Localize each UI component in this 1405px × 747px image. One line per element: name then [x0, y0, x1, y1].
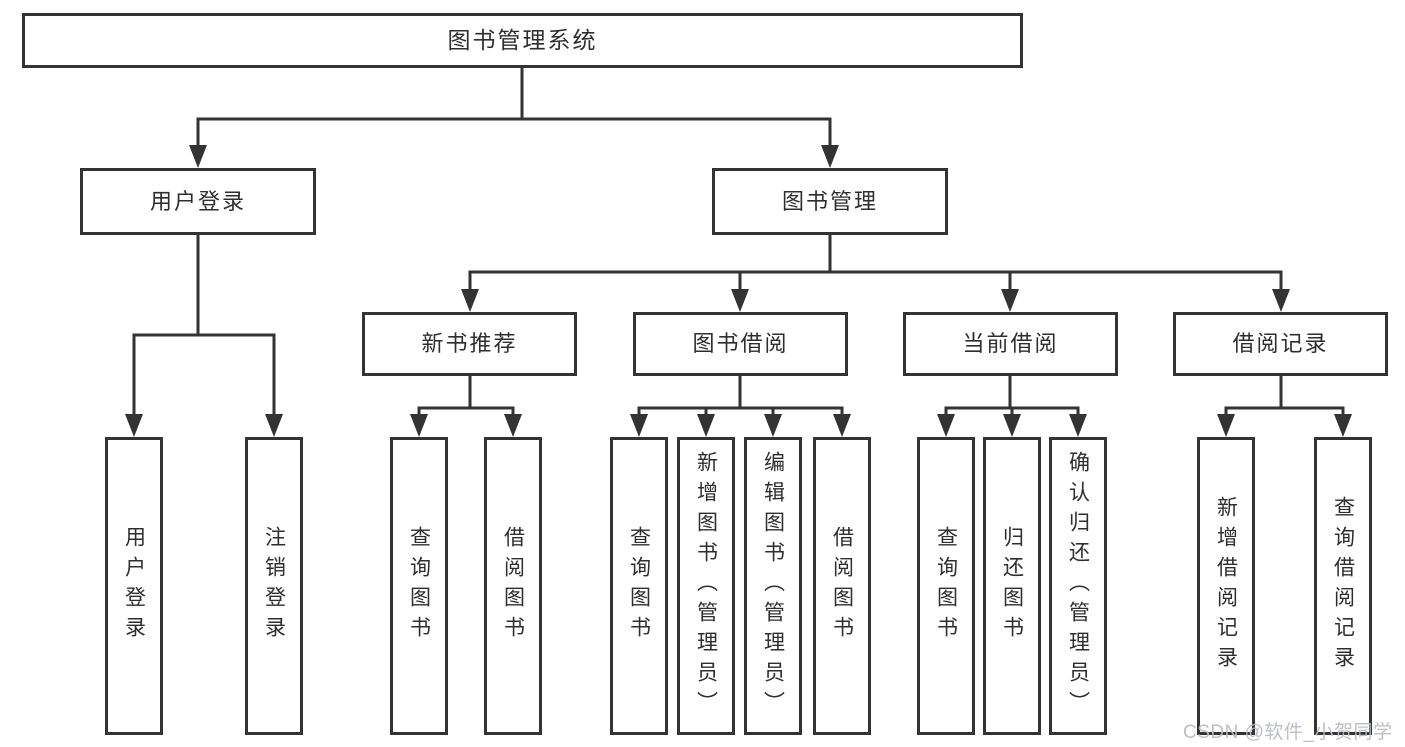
leaf-records-query-record: 查询借阅记录	[1314, 437, 1372, 735]
leaf-records-add-record-label: 新增借阅记录	[1214, 496, 1238, 676]
leaf-recommend-borrow-books: 借阅图书	[484, 437, 542, 735]
connector-arrowhead	[189, 145, 207, 168]
node-book-management-label: 图书管理	[781, 188, 878, 214]
leaf-recommend-borrow-books-label: 借阅图书	[501, 526, 525, 646]
node-new-book-recommend-label: 新书推荐	[421, 331, 518, 356]
connector-arrowhead	[265, 414, 283, 437]
leaf-user-login: 用户登录	[105, 437, 163, 735]
leaf-borrow-edit-books-admin: 编辑图书（管理员）	[744, 437, 802, 735]
leaf-current-query-books: 查询图书	[917, 437, 975, 735]
connector-arrowhead	[410, 414, 428, 437]
connector-arrowhead	[1217, 414, 1235, 437]
connector-arrowhead	[821, 145, 839, 168]
leaf-borrow-lend-books: 借阅图书	[813, 437, 871, 735]
leaf-borrow-lend-books-label: 借阅图书	[830, 526, 854, 646]
node-user-login: 用户登录	[80, 168, 316, 235]
leaf-logout: 注销登录	[245, 437, 303, 735]
node-user-login-label: 用户登录	[149, 188, 246, 214]
connector-arrowhead	[731, 289, 749, 312]
leaf-recommend-query-books-label: 查询图书	[407, 526, 431, 646]
leaf-records-add-record: 新增借阅记录	[1197, 437, 1255, 735]
leaf-borrow-query-books: 查询图书	[610, 437, 668, 735]
connector-arrowhead	[1003, 414, 1021, 437]
node-library-system: 图书管理系统	[22, 13, 1023, 68]
leaf-recommend-query-books: 查询图书	[390, 437, 448, 735]
leaf-records-query-record-label: 查询借阅记录	[1331, 496, 1355, 676]
connector-arrowhead	[630, 414, 648, 437]
connector-arrowhead	[1069, 414, 1087, 437]
node-book-management: 图书管理	[712, 168, 948, 235]
leaf-current-query-books-label: 查询图书	[934, 526, 958, 646]
connector-arrowhead	[461, 289, 479, 312]
leaf-borrow-edit-books-admin-label: 编辑图书（管理员）	[761, 451, 785, 721]
node-book-borrow: 图书借阅	[633, 312, 848, 376]
leaf-current-return-books: 归还图书	[983, 437, 1041, 735]
leaf-current-return-books-label: 归还图书	[1000, 526, 1024, 646]
node-borrow-records-label: 借阅记录	[1232, 331, 1329, 356]
connector-arrowhead	[697, 414, 715, 437]
node-book-borrow-label: 图书借阅	[692, 331, 789, 356]
node-new-book-recommend: 新书推荐	[362, 312, 577, 376]
connector-arrowhead	[833, 414, 851, 437]
connector-arrowhead	[937, 414, 955, 437]
csdn-watermark: CSDN @软件_小贺同学	[1183, 722, 1393, 743]
node-current-borrow-label: 当前借阅	[962, 331, 1059, 356]
connector-arrowhead	[1001, 289, 1019, 312]
node-library-system-label: 图书管理系统	[447, 27, 598, 53]
leaf-borrow-add-books-admin: 新增图书（管理员）	[677, 437, 735, 735]
leaf-borrow-add-books-admin-label: 新增图书（管理员）	[694, 451, 718, 721]
node-current-borrow: 当前借阅	[903, 312, 1118, 376]
connector-arrowhead	[764, 414, 782, 437]
leaf-logout-label: 注销登录	[262, 526, 286, 646]
leaf-current-confirm-return-admin-label: 确认归还（管理员）	[1066, 451, 1090, 721]
connector-arrowhead	[1272, 289, 1290, 312]
connector-arrowhead	[125, 414, 143, 437]
node-borrow-records: 借阅记录	[1173, 312, 1388, 376]
connector-arrowhead	[1334, 414, 1352, 437]
leaf-current-confirm-return-admin: 确认归还（管理员）	[1049, 437, 1107, 735]
leaf-user-login-label: 用户登录	[122, 526, 146, 646]
connector-arrowhead	[504, 414, 522, 437]
leaf-borrow-query-books-label: 查询图书	[627, 526, 651, 646]
